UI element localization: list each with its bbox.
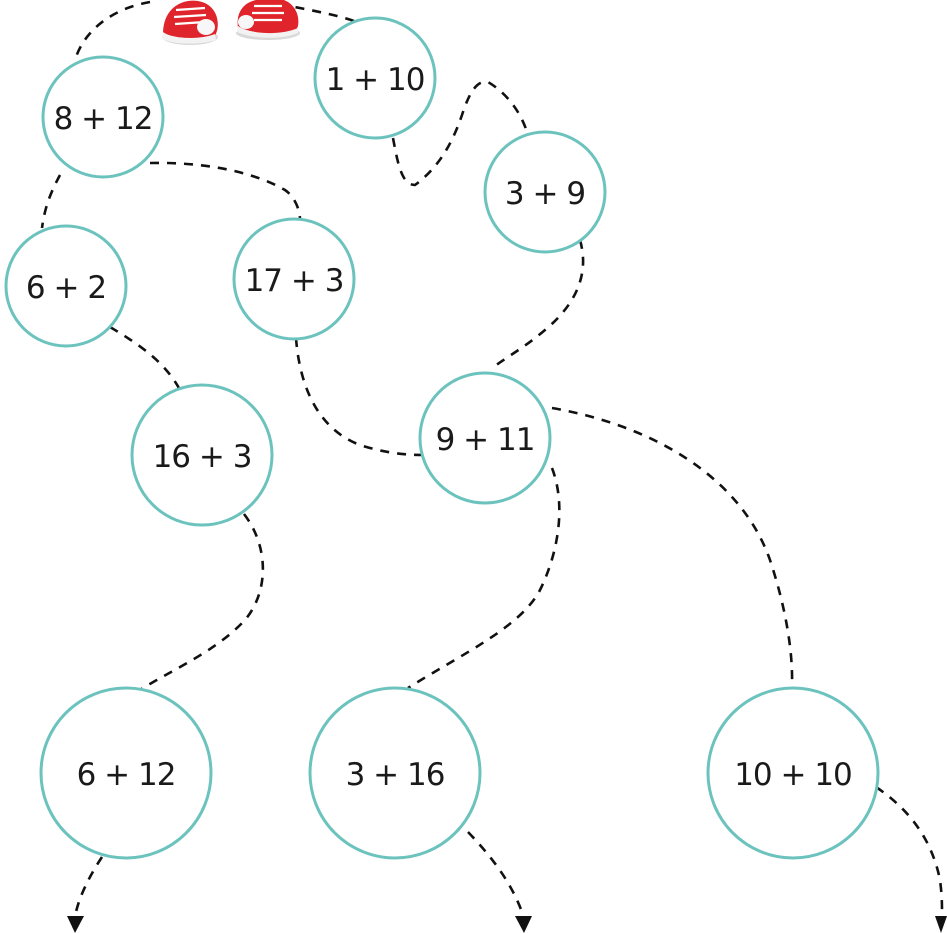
- left-sneaker-icon: [162, 0, 218, 45]
- node-label: 6 + 12: [77, 757, 176, 793]
- node-label: 8 + 12: [54, 101, 153, 137]
- red-sneakers-icon: [162, 0, 300, 45]
- node-label: 3 + 16: [346, 757, 445, 793]
- path-9-11-to-3-16: [407, 467, 561, 690]
- maze-node: 3 + 16: [308, 686, 482, 860]
- right-sneaker-icon: [236, 0, 300, 40]
- path-3-9-to-9-11: [491, 239, 585, 370]
- arrow-down-icon: [515, 916, 532, 933]
- path-start-to-8-12: [73, 0, 151, 61]
- node-label: 1 + 10: [326, 62, 425, 98]
- node-label: 16 + 3: [153, 439, 252, 475]
- node-label: 10 + 10: [734, 757, 852, 793]
- path-6-12-exit: [74, 856, 104, 913]
- maze-node: 6 + 2: [4, 224, 128, 348]
- maze-node: 9 + 11: [418, 371, 552, 505]
- node-label: 17 + 3: [245, 263, 344, 299]
- path-start-to-1-10: [261, 0, 358, 24]
- exit-arrows: [67, 916, 947, 933]
- maze-node: 1 + 10: [313, 16, 437, 140]
- maze-node: 10 + 10: [706, 686, 880, 860]
- maze-node: 16 + 3: [130, 383, 274, 527]
- node-label: 3 + 9: [505, 176, 585, 212]
- maze-node: 6 + 12: [39, 686, 213, 860]
- arrow-down-icon: [67, 916, 84, 933]
- maze-node: 3 + 9: [483, 130, 607, 254]
- maze-node: 8 + 12: [41, 55, 165, 179]
- path-6-2-to-16-3: [109, 325, 182, 391]
- node-label: 9 + 11: [436, 422, 535, 458]
- path-17-3-to-9-11: [294, 337, 424, 457]
- node-label: 6 + 2: [26, 270, 106, 306]
- path-3-16-exit: [467, 831, 524, 913]
- path-1-10-to-3-9: [391, 80, 529, 187]
- path-9-11-to-10-10: [551, 406, 794, 686]
- maze-paths: [40, 0, 944, 913]
- path-16-3-to-6-12: [139, 513, 265, 692]
- path-8-12-to-6-2: [40, 174, 62, 229]
- path-8-12-to-17-3: [149, 161, 302, 221]
- path-10-10-exit: [875, 785, 944, 913]
- arrow-down-icon: [935, 916, 947, 933]
- maze-node: 17 + 3: [232, 217, 356, 341]
